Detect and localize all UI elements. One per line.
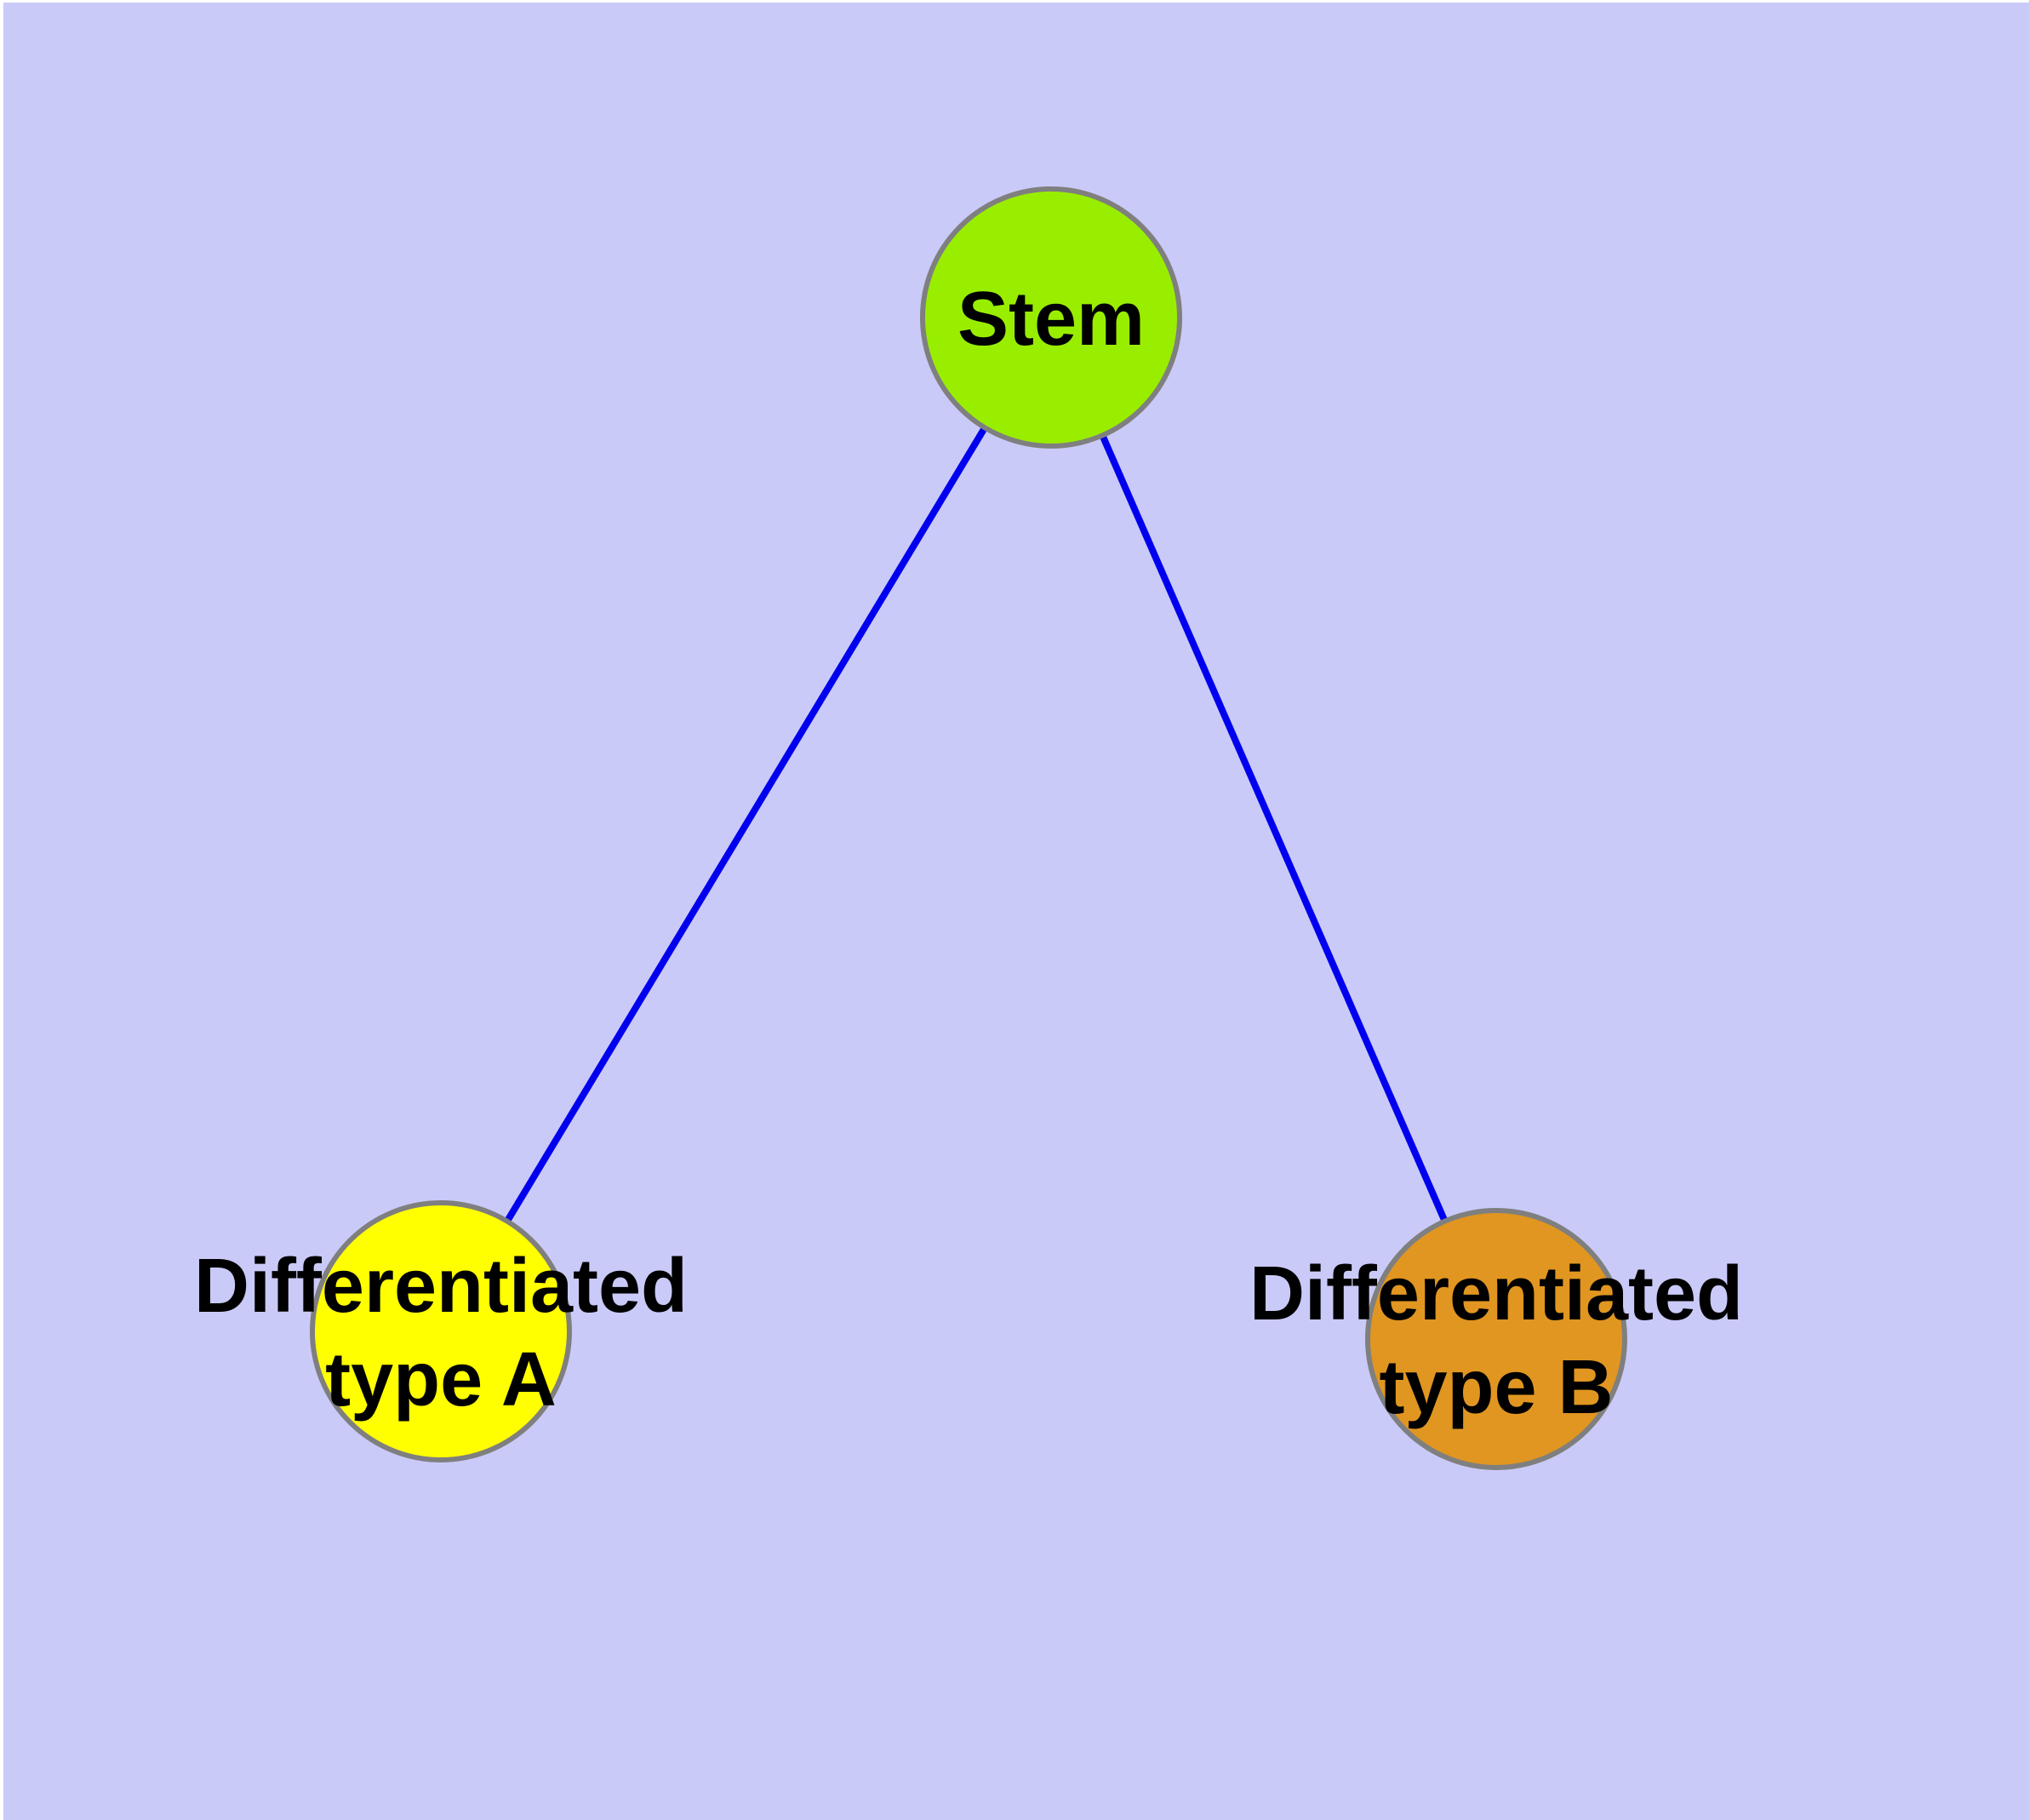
type-b-node-label-line1: Differentiated bbox=[1249, 1251, 1743, 1336]
edge-stem-to-type-a bbox=[437, 315, 1055, 1334]
stem-node bbox=[920, 186, 1182, 449]
stem-node-label: Stem bbox=[957, 277, 1145, 362]
type-a-node bbox=[310, 1200, 572, 1462]
type-a-node-label-line1: Differentiated bbox=[194, 1244, 688, 1329]
type-b-node bbox=[1365, 1208, 1627, 1470]
edge-stem-to-type-b bbox=[1048, 316, 1500, 1341]
type-b-node-label-line2: type B bbox=[1379, 1345, 1613, 1430]
type-a-node-label-line2: type A bbox=[325, 1337, 557, 1422]
